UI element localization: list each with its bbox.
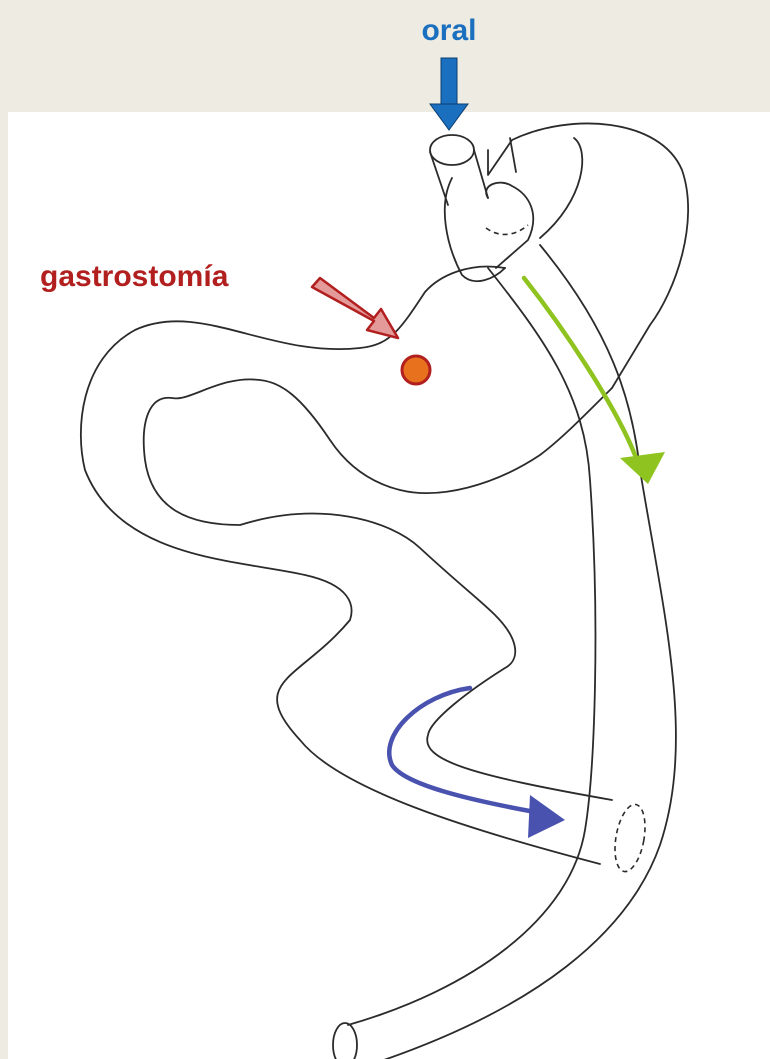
oral-label: oral <box>421 14 476 47</box>
diagram-panel <box>8 112 770 1059</box>
gastrostomy-label: gastrostomía <box>40 260 229 293</box>
gastrostomy-stoma-dot <box>402 356 430 384</box>
